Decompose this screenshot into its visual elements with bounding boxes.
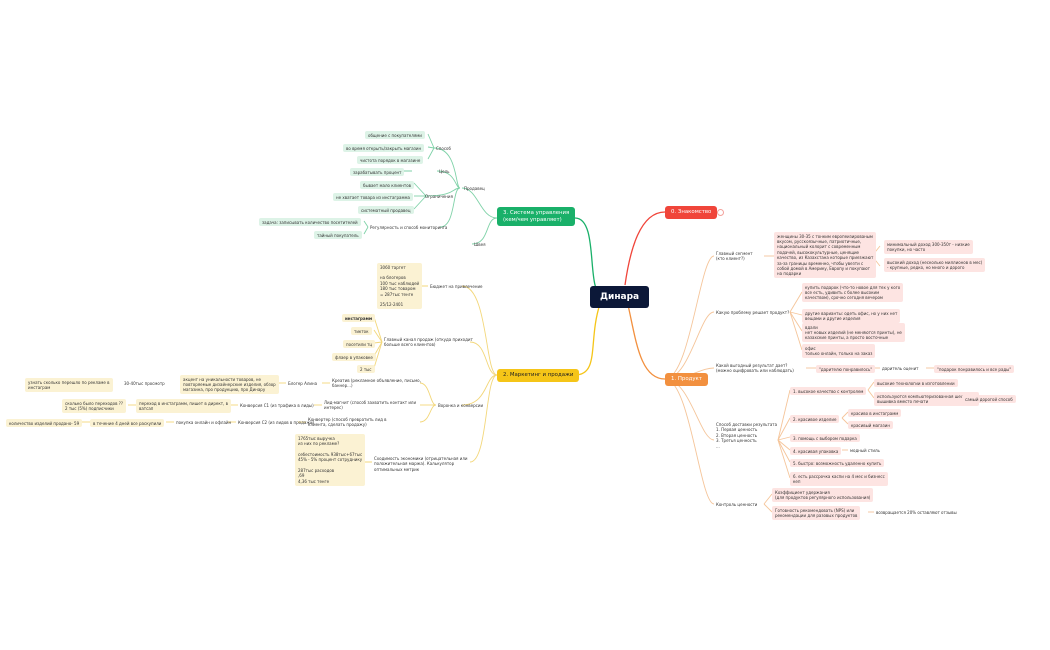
node-beautiful-store[interactable]: красивый магазин xyxy=(848,421,893,430)
node-systematic-seller[interactable]: систематный продавец xyxy=(358,206,414,215)
node-returns-reviews[interactable]: возвращается 20% оставляют отзывы xyxy=(876,510,957,515)
node-high-income[interactable]: высокий доход (несколько миллионов в мес… xyxy=(884,258,986,272)
node-installment[interactable]: 6. есть рассрочка каспи на 4 мес и бизне… xyxy=(790,472,888,486)
node-count-visitors[interactable]: задача: записывать количество посетителе… xyxy=(259,218,361,227)
node-limits[interactable]: Ограничения xyxy=(425,194,453,199)
node-fashion-style[interactable]: модный стиль xyxy=(850,448,880,453)
node-monitoring[interactable]: Регулярность и способ мониторинга xyxy=(370,225,448,230)
node-creative[interactable]: Креатив (рекламное объявление, письмо, б… xyxy=(332,378,421,389)
node-revenue-details[interactable]: 1765тыс выручка из них по рекламе? себес… xyxy=(295,434,366,486)
node-giver-liked[interactable]: "дарителю понравилось" xyxy=(816,365,876,374)
node-2k[interactable]: 2 тыс xyxy=(357,365,375,374)
node-gift-help[interactable]: 3. помощь с выбором подарка xyxy=(790,434,860,443)
node-embroidery[interactable]: используются компьютеризованная шелковая… xyxy=(874,392,979,406)
link-root-b0 xyxy=(624,211,666,286)
collapse-toggle-icon[interactable] xyxy=(717,209,724,216)
node-method[interactable]: Способ xyxy=(436,146,451,151)
node-min-income[interactable]: минимальный доход 300-350т - низкие поку… xyxy=(884,240,973,254)
node-lead-magnet[interactable]: Лид-магнит (способ захватить контакт или… xyxy=(324,400,417,411)
node-problem[interactable]: Какую проблему решает продукт? xyxy=(716,310,790,315)
node-high-tech[interactable]: высокие технологии в изготовлении xyxy=(874,379,958,388)
node-blogger-alina[interactable]: Блогер Алина xyxy=(288,381,318,386)
node-emphasis-unique[interactable]: акцент на уникальности товаров, не повто… xyxy=(180,375,279,395)
node-packaging[interactable]: 4. красивая упаковка xyxy=(790,447,842,456)
node-seamstress[interactable]: Швея xyxy=(474,242,486,247)
node-tiktok[interactable]: тикток xyxy=(351,327,372,336)
node-instagram-beauty[interactable]: красиво в инстаграмм xyxy=(848,409,902,418)
node-segment-description[interactable]: женщины 30-35 с тонким европеизированым … xyxy=(774,232,877,279)
node-instagram-transition[interactable]: переход в инстаграмм, пишет в директ, в … xyxy=(136,399,231,413)
link-root-b2 xyxy=(574,303,601,376)
node-secret-shopper[interactable]: тайный покупатель xyxy=(314,231,362,240)
node-competitor-vdali[interactable]: вдали нет новых изделий (не меняются при… xyxy=(802,323,905,343)
node-open-close-store[interactable]: во время открыть/закрыть магазин xyxy=(343,144,425,153)
link-root-b3 xyxy=(574,217,604,296)
node-sold-out[interactable]: в течение 4 дней все раскупили xyxy=(90,419,165,428)
branch-acquaintance[interactable]: 0. Знакомство xyxy=(665,206,718,219)
node-mall-visit[interactable]: посетили тц xyxy=(343,340,376,349)
node-communication[interactable]: общение с покупателями xyxy=(365,131,425,140)
node-most-expensive[interactable]: самый дорогой способ xyxy=(962,395,1016,404)
node-check-instagram-ads[interactable]: узнать сколько перешло по рекламе в инст… xyxy=(25,378,113,392)
node-funnel[interactable]: Воронка и конверсии xyxy=(438,403,484,408)
node-not-enough-goods[interactable]: не хватает товара из инстаграмма xyxy=(333,193,413,202)
link-root-b1 xyxy=(627,304,666,380)
node-competitor-office[interactable]: офис только онлайн, только на заказ xyxy=(802,344,876,358)
node-converter[interactable]: Конвертер (способ превратить лид в клиен… xyxy=(308,417,387,428)
node-views[interactable]: 30-40тыс просмотр xyxy=(124,381,165,386)
node-seller[interactable]: Продавец xyxy=(464,186,485,191)
node-gift-liked[interactable]: "подарок понравилось и все рады" xyxy=(934,365,1015,374)
branch-marketing-sales[interactable]: 2. Маркетинг и продажи xyxy=(497,369,580,382)
node-earn-percent[interactable]: зарабатывать процент xyxy=(350,168,405,177)
node-benefit[interactable]: Какой выгодный результат дает? (можно оц… xyxy=(716,363,794,374)
node-main-segment[interactable]: Главный сегмент (кто клиент?) xyxy=(716,251,753,262)
node-instagram[interactable]: инстаграмм xyxy=(342,314,376,323)
node-unit-economics[interactable]: Сходимость экономики (отрицательная или … xyxy=(374,456,468,472)
node-budget-details[interactable]: 3060 таргет на блогеров 100 тыс наблюдей… xyxy=(377,263,423,310)
node-items-sold[interactable]: количество изделий продано- 59 xyxy=(6,419,83,428)
branch-management-system[interactable]: 3. Система управления (кем/чем управляет… xyxy=(497,207,576,227)
node-nps[interactable]: Готовность рекомендовать (NPS) или реком… xyxy=(772,506,861,520)
node-retention[interactable]: Коэффициент удержания (для продуктов рег… xyxy=(772,488,874,502)
branch-product[interactable]: 1. Продукт xyxy=(665,373,708,386)
node-quality[interactable]: 1. высокое качество с контролем xyxy=(790,387,867,396)
node-goal[interactable]: Цель xyxy=(439,169,450,174)
node-conversion-c1[interactable]: Конверсия С1 (из трафика в лиды) xyxy=(240,403,314,408)
node-buy-gift[interactable]: купить подарок (что-то новое для тех у к… xyxy=(802,283,904,303)
node-value-control[interactable]: Контроль ценности xyxy=(716,502,758,507)
node-main-channel[interactable]: Главный канал продаж (откуда приходит бо… xyxy=(384,337,473,348)
node-other-options[interactable]: другие варианты: одеть офис, но у них не… xyxy=(802,309,901,323)
node-few-clients[interactable]: бывает мало клиентов xyxy=(360,181,415,190)
node-giver-appreciates[interactable]: даритель оценит xyxy=(882,366,919,371)
node-conversion-c2[interactable]: Конверсия С2 (из лидов в продажи) xyxy=(238,420,315,425)
node-flyer[interactable]: флаер в упаковке xyxy=(332,353,376,362)
node-beautiful-product[interactable]: 2. красивое изделие xyxy=(790,415,840,424)
node-fast-remote[interactable]: 5. быстро: возможность удаленно купить xyxy=(790,459,885,468)
root-node[interactable]: Динара xyxy=(590,286,650,308)
node-budget[interactable]: Бюджет на привлечение xyxy=(430,284,483,289)
node-transitions[interactable]: сколько было переходов ?? 2 тыс (5%) под… xyxy=(62,399,126,413)
node-delivery-method[interactable]: Способ доставки результата 1. Первая цен… xyxy=(716,422,778,449)
node-online-offline[interactable]: покупка онлайн и офлайн xyxy=(176,420,232,425)
node-cleanliness[interactable]: чистота порядок в магазине xyxy=(357,156,424,165)
